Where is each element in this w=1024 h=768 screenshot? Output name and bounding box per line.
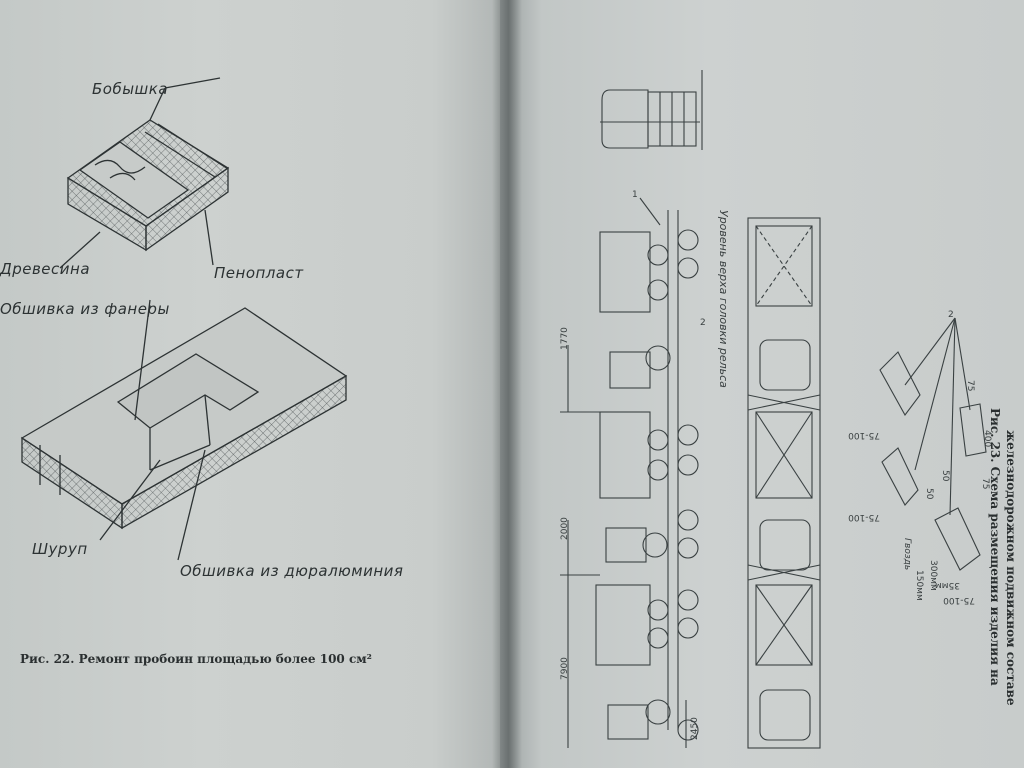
end-view-drawing xyxy=(600,70,703,150)
dim-75-100-b: 75-100 xyxy=(848,512,880,522)
figure-23-caption-line1: Рис. 23. Схема размещения изделия на xyxy=(988,408,1002,686)
fastening-detail-drawing xyxy=(879,317,987,571)
dim-75-100-c: 75-100 xyxy=(943,595,975,605)
label-rail-top-level: Уровень верха головки рельса xyxy=(717,210,730,388)
callout-2-detail: 2 xyxy=(948,310,954,320)
train-top-view-drawing xyxy=(747,217,821,749)
dim-2450: 2450 xyxy=(690,717,700,740)
right-page xyxy=(500,0,1024,768)
callout-2: 2 xyxy=(700,318,706,328)
dim-75-100-a: 75-100 xyxy=(848,430,880,440)
panel-repair-drawing xyxy=(20,299,348,561)
figure-22-caption: Рис. 22. Ремонт пробоин площадью более 1… xyxy=(20,652,372,666)
dim-35mm: 35мм xyxy=(934,580,960,590)
label-plywood-skin: Обшивка из фанеры xyxy=(0,300,170,318)
dim-7900: 7900 xyxy=(560,657,570,680)
train-side-view-drawing xyxy=(560,197,699,748)
dim-75-a: 75 xyxy=(965,380,975,392)
book-gutter xyxy=(492,0,522,768)
dim-2000: 2000 xyxy=(560,517,570,540)
label-screw: Шуруп xyxy=(32,540,88,558)
dim-1770: 1770 xyxy=(560,327,570,350)
wood-block-drawing xyxy=(59,77,230,269)
dim-150mm: 150мм xyxy=(914,570,924,601)
dim-50-b: 50 xyxy=(924,488,934,500)
label-nail: Гвоздь xyxy=(902,538,912,571)
dim-50-a: 50 xyxy=(940,470,950,482)
label-boss: Бобышка xyxy=(92,80,169,98)
label-wood: Древесина xyxy=(0,260,91,278)
figure-23-caption-line2: железнодорожном подвижном составе xyxy=(1004,430,1018,706)
label-duralumin-skin: Обшивка из дюралюминия xyxy=(180,562,404,580)
label-foam: Пенопласт xyxy=(214,264,304,282)
callout-1: 1 xyxy=(632,190,638,200)
